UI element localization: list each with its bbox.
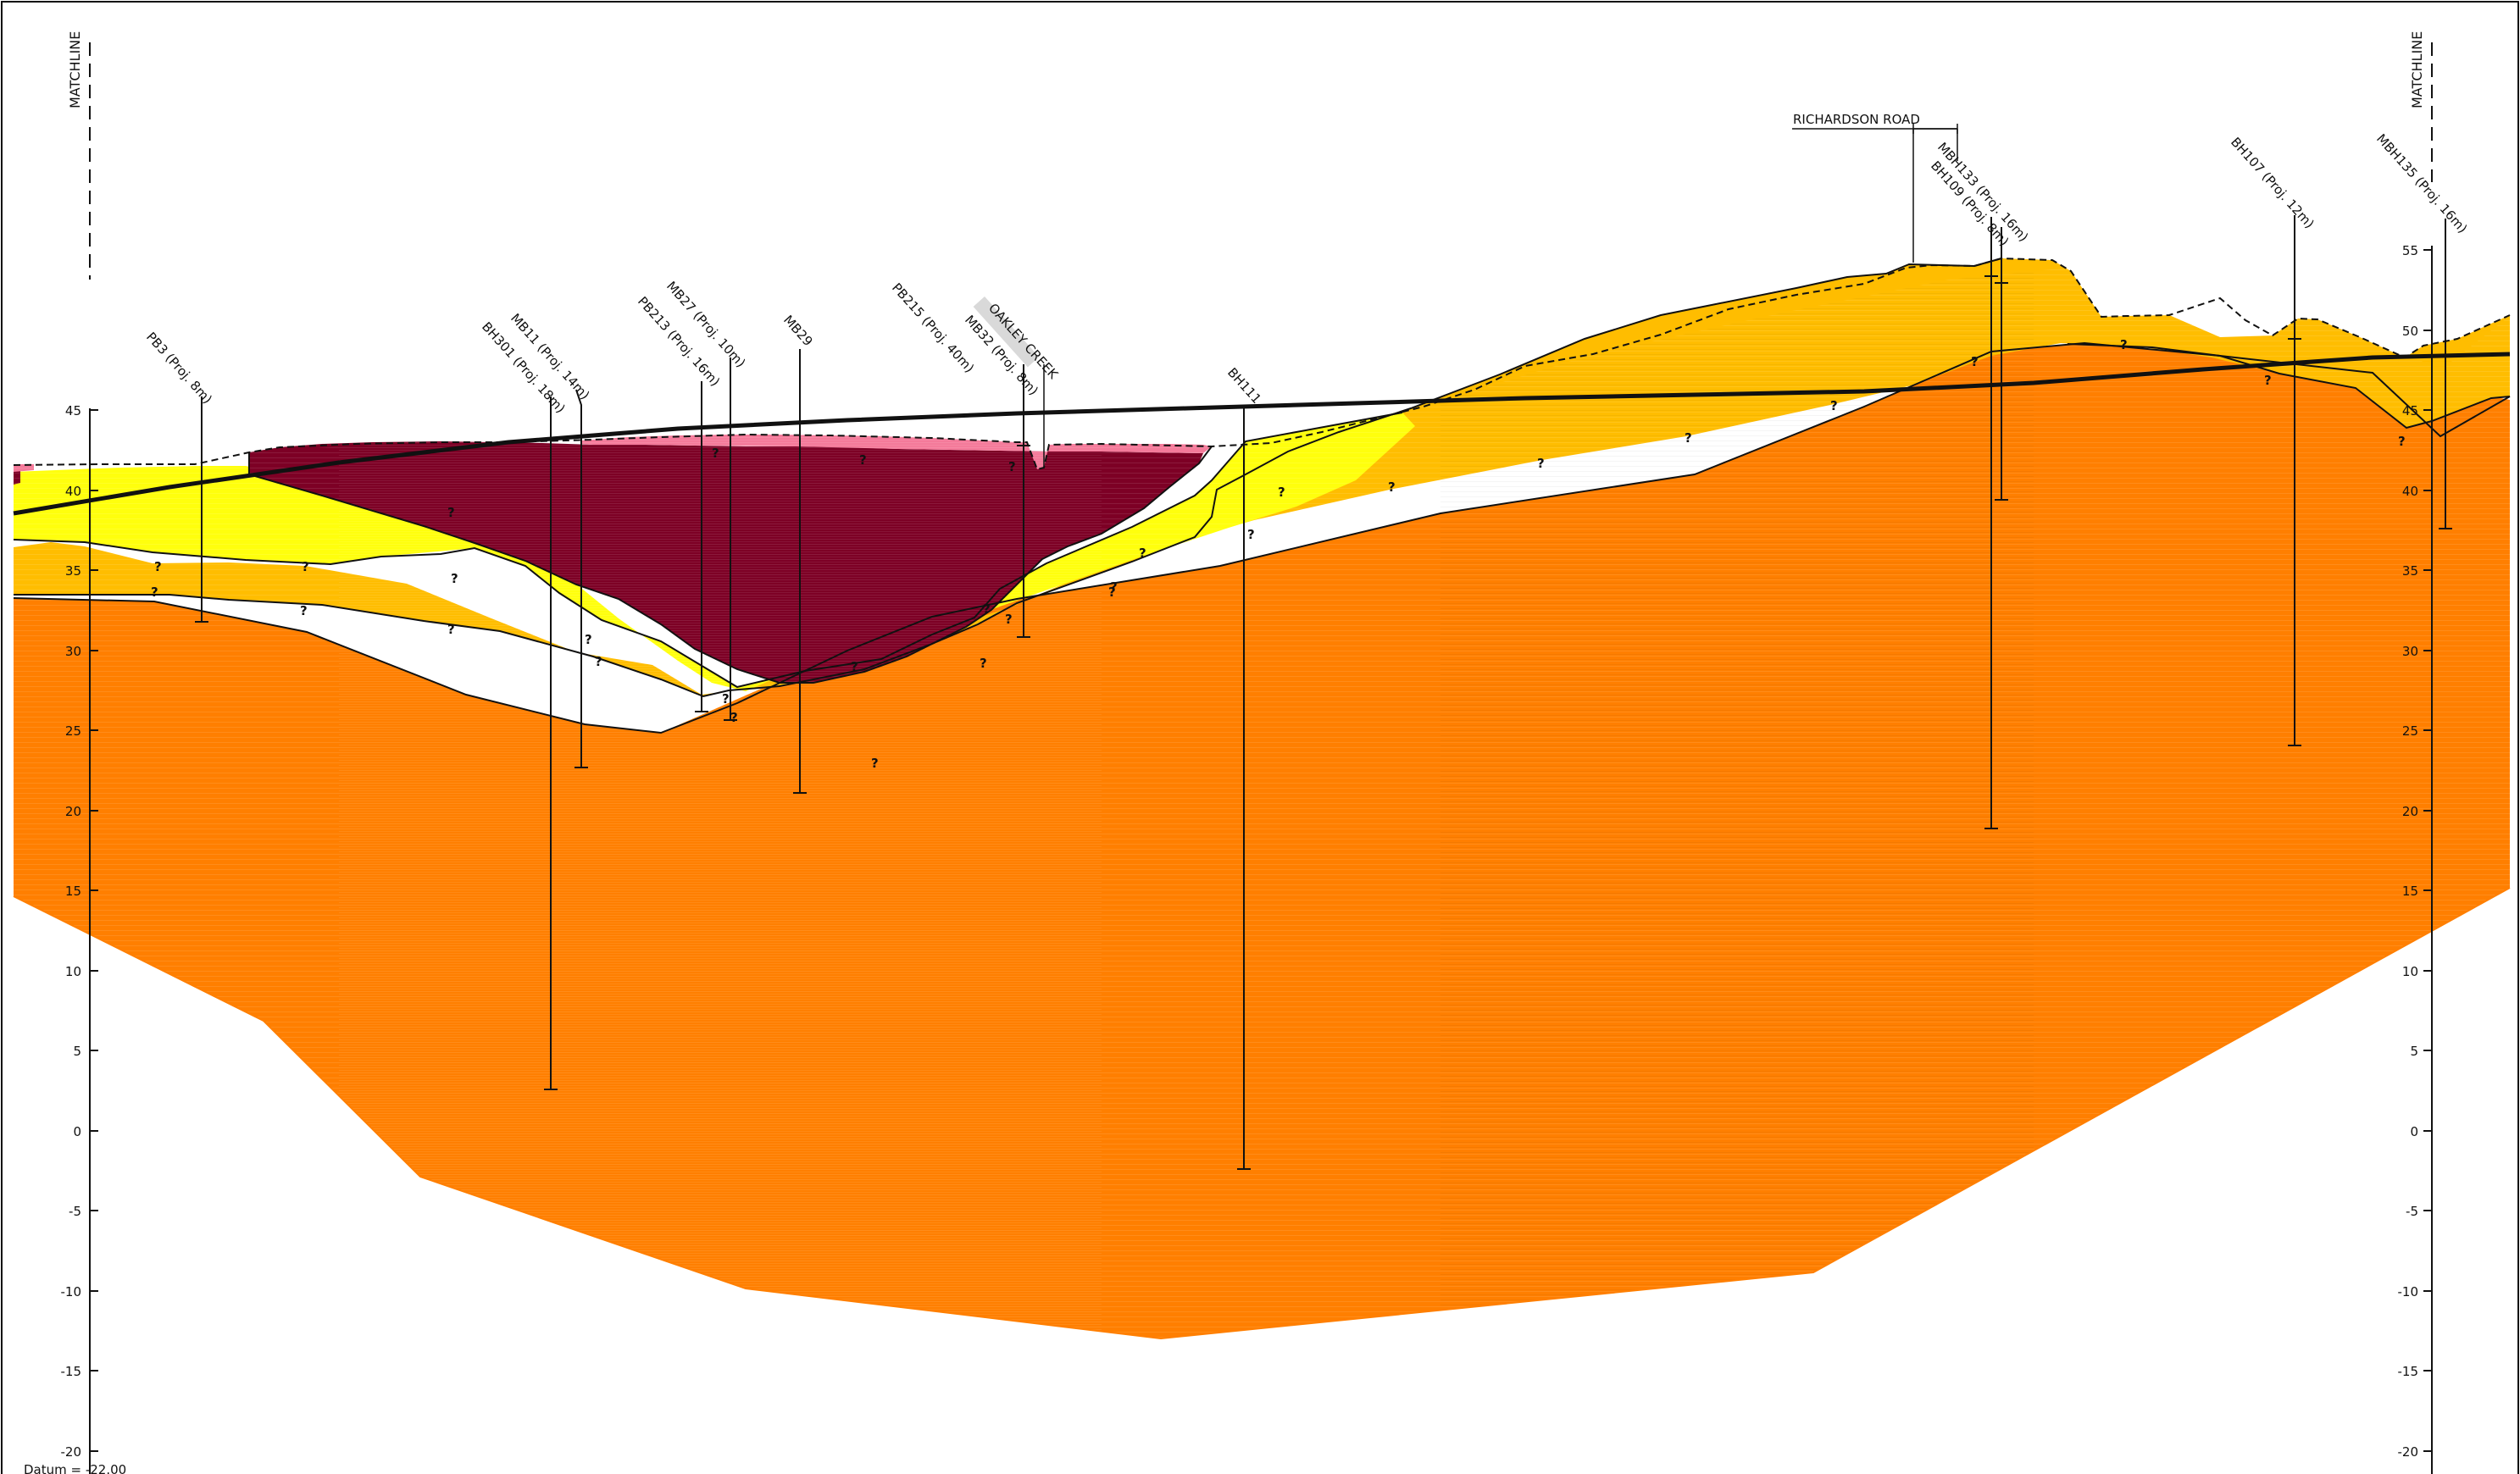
q-mark: ? xyxy=(1108,585,1116,600)
q-mark: ? xyxy=(1388,479,1396,495)
right-tick-label: 35 xyxy=(2402,563,2418,579)
q-mark: ? xyxy=(302,559,309,574)
borehole-logs xyxy=(195,215,2452,1170)
q-mark: ? xyxy=(1971,354,1979,369)
matchline-left: MATCHLINE xyxy=(67,31,91,280)
q-mark: ? xyxy=(1537,456,1545,471)
maroon-boundary xyxy=(248,446,1213,684)
left-tick-label: 10 xyxy=(65,964,81,979)
borehole-label-pb213: PB213 (Proj. 16m) xyxy=(635,294,723,390)
borehole-label-bh111: BH111 xyxy=(1224,365,1264,407)
q-mark: ? xyxy=(595,654,602,669)
right-tick-label: 15 xyxy=(2402,884,2418,899)
matchline-left-label: MATCHLINE xyxy=(67,31,83,108)
left-elevation-axis: 45 40 35 30 25 20 15 10 5 0 -5 -10 -15 -… xyxy=(61,403,98,1474)
q-mark: ? xyxy=(1139,546,1146,561)
right-tick-label: 45 xyxy=(2402,403,2418,418)
left-tick-label: -15 xyxy=(61,1364,82,1379)
q-mark: ? xyxy=(1008,459,1016,474)
q-mark: ? xyxy=(1830,398,1838,413)
matchline-right-label: MATCHLINE xyxy=(2409,31,2425,108)
q-mark: ? xyxy=(2120,337,2128,352)
design-alignment-line xyxy=(13,352,2511,516)
q-mark: ? xyxy=(585,632,592,647)
borehole-label-mbh135: MBH135 (Proj. 16m) xyxy=(2373,131,2470,236)
q-mark: ? xyxy=(859,452,867,468)
left-tick-label: 20 xyxy=(65,804,81,819)
q-mark: ? xyxy=(851,659,858,674)
richardson-road-label: RICHARDSON ROAD xyxy=(1793,112,1920,127)
left-tick-label: 15 xyxy=(65,884,81,899)
q-mark: ? xyxy=(300,603,308,618)
right-tick-label: -10 xyxy=(2398,1284,2419,1299)
right-tick-label: -20 xyxy=(2398,1444,2419,1460)
right-tick-label: 0 xyxy=(2410,1124,2418,1139)
ground-surface-line xyxy=(13,257,2511,471)
right-tick-label: 50 xyxy=(2402,324,2418,339)
borehole-label-pb215: PB215 (Proj. 40m) xyxy=(889,280,977,376)
right-tick-label: 25 xyxy=(2402,723,2418,739)
left-tick-label: 25 xyxy=(65,723,81,739)
section-bottom-outline xyxy=(13,887,2511,1340)
datum-label: Datum = -22.00 xyxy=(24,1462,126,1474)
right-elevation-axis: 55 50 45 40 35 30 25 20 15 10 5 0 -5 -10… xyxy=(2398,243,2433,1474)
q-mark: ? xyxy=(1110,579,1118,595)
left-tick-label: 0 xyxy=(73,1124,81,1139)
q-mark: ? xyxy=(722,691,730,707)
left-tick-label: 40 xyxy=(65,484,81,499)
q-mark: ? xyxy=(983,601,991,617)
q-mark: ? xyxy=(1005,612,1013,627)
left-tick-label: -20 xyxy=(61,1444,82,1460)
q-mark: ? xyxy=(712,446,719,461)
matchline-right: MATCHLINE xyxy=(2409,31,2433,182)
left-tick-label: 45 xyxy=(65,403,81,418)
right-tick-label: 10 xyxy=(2402,964,2418,979)
richardson-road-marker: RICHARDSON ROAD xyxy=(1792,112,1958,263)
q-mark: ? xyxy=(447,622,455,637)
q-mark: ? xyxy=(451,571,458,586)
yellow-base-boundary xyxy=(13,412,1403,689)
left-tick-label: -10 xyxy=(61,1284,82,1299)
q-mark: ? xyxy=(154,559,162,574)
q-mark: ? xyxy=(1278,485,1285,500)
right-tick-label: 40 xyxy=(2402,484,2418,499)
borehole-label-pb3: PB3 (Proj. 8m) xyxy=(143,330,215,407)
left-tick-label: 35 xyxy=(65,563,81,579)
right-tick-label: -5 xyxy=(2406,1204,2418,1219)
q-mark: ? xyxy=(730,710,738,725)
q-mark: ? xyxy=(151,585,158,600)
borehole-label-mb29: MB29 xyxy=(780,313,816,350)
right-tick-label: 30 xyxy=(2402,644,2418,659)
borehole-label-bh107: BH107 (Proj. 12m) xyxy=(2228,135,2317,232)
q-mark: ? xyxy=(2264,373,2272,388)
q-mark: ? xyxy=(871,756,879,771)
right-tick-label: 20 xyxy=(2402,804,2418,819)
q-mark: ? xyxy=(2398,434,2406,449)
light-orange-right-boundary xyxy=(2067,343,2511,429)
borehole-label-mb27: MB27 (Proj. 10m) xyxy=(663,279,748,371)
q-mark: ? xyxy=(1685,430,1692,446)
left-tick-label: 5 xyxy=(73,1044,81,1059)
oakley-creek-highlight xyxy=(973,296,1040,368)
right-tick-label: 55 xyxy=(2402,243,2418,258)
q-mark: ? xyxy=(447,505,455,520)
right-tick-label: 5 xyxy=(2410,1044,2418,1059)
left-tick-label: 30 xyxy=(65,644,81,659)
orange-top-boundary xyxy=(14,258,2002,698)
texture-overlay xyxy=(14,266,2510,1338)
uncertainty-marks: ? ? ? ? ? ? ? ? ? ? ? ? ? ? ? ? ? ? ? ? … xyxy=(151,337,2406,771)
q-mark: ? xyxy=(1247,527,1255,542)
q-mark: ? xyxy=(980,656,987,671)
right-tick-label: -15 xyxy=(2398,1364,2419,1379)
left-tick-label: -5 xyxy=(69,1204,81,1219)
